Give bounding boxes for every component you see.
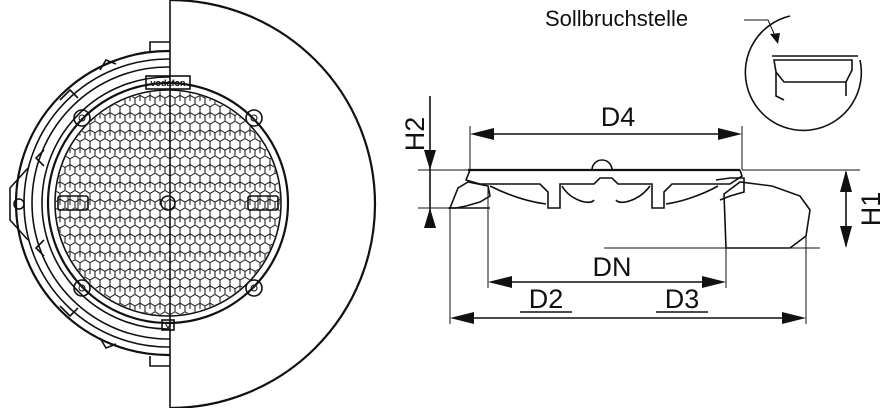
label-d4: D4	[601, 102, 636, 132]
detail-sollbruchstelle: Sollbruchstelle	[545, 6, 863, 132]
label-sollbruchstelle: Sollbruchstelle	[545, 6, 688, 31]
dim-dn: DN	[488, 252, 726, 288]
plan-logo-plate	[145, 75, 191, 90]
label-dn: DN	[593, 252, 632, 282]
label-d2: D2	[529, 284, 564, 314]
dim-h1: H1	[840, 170, 886, 248]
label-d3: D3	[665, 284, 700, 314]
plan-logo-text: vodafon	[151, 78, 186, 88]
dim-h2: H2	[400, 96, 436, 228]
plan-lug-bolt	[13, 198, 25, 210]
dim-d2-d3: D2 D3	[450, 284, 806, 324]
section-frame-right	[715, 177, 745, 201]
label-h2: H2	[400, 117, 430, 152]
section-lid-body	[464, 169, 743, 209]
dim-d4: D4	[470, 102, 742, 140]
detail-section	[773, 59, 853, 83]
plan-center-boss	[160, 195, 176, 211]
section-knob	[591, 159, 613, 171]
plan-frame-flange	[14, 49, 170, 357]
plan-lift-slot-left	[57, 195, 89, 211]
plan-lug-left	[9, 167, 29, 241]
plan-view: vodafon	[9, 0, 377, 408]
plan-bottom-marker	[161, 319, 175, 331]
plan-outer-semicircle	[169, 0, 377, 408]
plan-hex-pattern	[56, 91, 280, 315]
section-concrete-ring	[723, 181, 811, 249]
section-frame-left	[448, 181, 491, 209]
plan-lift-slot-right	[247, 195, 279, 211]
detail-circle	[744, 15, 863, 132]
section-view: D4 H2 H1 DN D2	[400, 6, 886, 324]
label-h1: H1	[856, 192, 886, 227]
plan-screw-bosses	[73, 109, 263, 297]
